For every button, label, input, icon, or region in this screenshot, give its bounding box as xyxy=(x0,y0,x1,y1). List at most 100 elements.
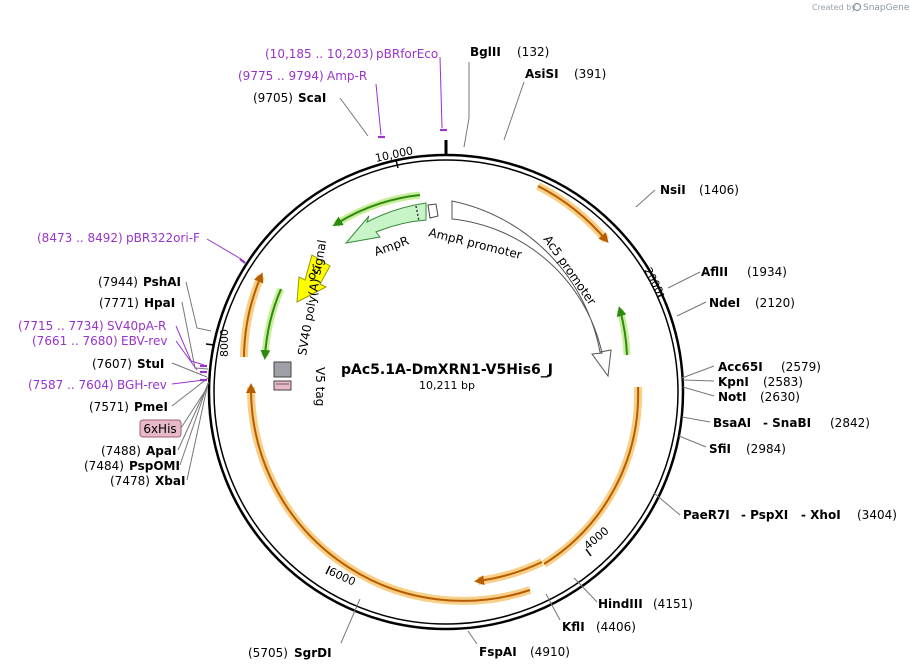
leader-pspomi xyxy=(179,382,209,466)
site-name-ndei: NdeI xyxy=(709,296,740,310)
primer-name-amp-r: Amp-R xyxy=(327,69,367,83)
orf-arc-top-right-glow xyxy=(536,182,610,243)
ampr-feature-arrow xyxy=(344,202,427,244)
site-name-acc65i: Acc65I xyxy=(718,360,763,374)
orf-arc-top-right xyxy=(537,185,609,244)
leader-hpai xyxy=(181,301,209,370)
orf-arc-upper-left xyxy=(243,272,264,358)
site-name-xbai: XbaI xyxy=(155,474,185,488)
ori-feature-arrow xyxy=(296,254,331,303)
site-pos-aflii: (1934) xyxy=(747,265,787,279)
site-name-hpai: HpaI xyxy=(144,296,175,310)
green-orf-arc-left-glow xyxy=(261,287,285,357)
site-pos-xbai: (7478) xyxy=(110,474,150,488)
leader-xbai xyxy=(186,382,209,481)
ac5-promoter-arrow xyxy=(451,200,612,378)
site-name-stui: StuI xyxy=(137,357,164,371)
site-name-apai: ApaI xyxy=(146,444,176,458)
site-pos-kfli: (4406) xyxy=(596,620,636,634)
primer-range-sv40pa-r: (7715 .. 7734) xyxy=(18,319,104,333)
site-name-pshai: PshAI xyxy=(143,275,181,289)
leader-ebv-rev xyxy=(175,340,198,371)
primer-mark-pbr322ori-f xyxy=(239,258,246,264)
tick-label-2000: 2000 xyxy=(641,265,665,296)
primer-range-pbr322ori-f: (8473 .. 8492) xyxy=(37,231,123,245)
site-pos-nsii: (1406) xyxy=(699,183,739,197)
site-pos-hindiii: (4151) xyxy=(653,597,693,611)
leader-acc65i xyxy=(681,365,715,379)
primer-marks xyxy=(200,128,447,382)
site-name-pspomi: PspOMI xyxy=(129,459,180,473)
site-name-hindiii: HindIII xyxy=(598,597,643,611)
primer-range-pbrforeco: (10,185 .. 10,203) xyxy=(265,47,374,61)
ampr-orf-arc xyxy=(332,194,421,227)
site-pos-pshai: (7944) xyxy=(98,275,138,289)
leader-nsii xyxy=(635,189,656,208)
orf-arc-left xyxy=(245,383,531,602)
label-ac5-promoter: Ac5 promoter xyxy=(541,233,599,308)
leader-kpni xyxy=(682,379,715,382)
site-name-bsaai: BsaAI xyxy=(713,416,751,430)
leader-pbr322ori-f xyxy=(206,238,242,260)
leader-hindiii xyxy=(573,577,598,603)
site-name-pmei: PmeI xyxy=(134,400,168,414)
primer-name-ebv-rev: EBV-rev xyxy=(121,334,167,348)
orf-arc-left-glow xyxy=(246,386,532,605)
site-name-kfli: KflI xyxy=(562,620,585,634)
green-orf-arc-right xyxy=(616,306,628,356)
site-pos-stui: (7607) xyxy=(92,357,132,371)
site-name-fspai: FspAI xyxy=(479,645,517,659)
orf-arc-bottom xyxy=(474,561,543,586)
site-pos-asisi: (391) xyxy=(574,67,606,81)
site-pos-apai: (7488) xyxy=(101,444,141,458)
his-tag-label: 6xHis xyxy=(143,422,176,436)
plasmid-title: pAc5.1A-DmXRN1-V5His6_J xyxy=(341,362,553,378)
site-pos-noti: (2630) xyxy=(760,390,800,404)
backbone-outer-strand xyxy=(207,153,685,631)
leader-fspai xyxy=(467,630,478,645)
sv40-polya-box xyxy=(273,361,292,378)
site-pos-pspomi: (7484) xyxy=(84,459,124,473)
primer-name-sv40pa-r: SV40pA-R xyxy=(107,319,166,333)
site-pos-snabi: (2842) xyxy=(830,416,870,430)
leader-pshai xyxy=(185,281,212,332)
leader-his-tag xyxy=(180,387,208,429)
restriction-site-labels: BglII (132) AsiSI (391) NsiI (1406) AflI… xyxy=(84,45,897,660)
leader-ndei xyxy=(676,301,707,317)
primer-name-pbr322ori-f: pBR322ori-F xyxy=(126,231,200,245)
site-pos-acc65i: (2579) xyxy=(781,360,821,374)
site-pos-sfii: (2984) xyxy=(746,442,786,456)
site-pos-ndei: (2120) xyxy=(755,296,795,310)
primer-labels: (10,185 .. 10,203) pBRforEco (9775 .. 97… xyxy=(18,47,438,392)
site-pos-scai: (9705) xyxy=(253,91,293,105)
primer-leader-lines xyxy=(171,56,443,385)
orf-arcs xyxy=(240,182,643,605)
leader-sfii xyxy=(678,435,707,448)
orf-arc-right xyxy=(543,386,640,565)
leader-snabi xyxy=(681,416,711,423)
tick-label-8000: 8000 xyxy=(218,329,231,357)
site-pos-xhoi: (3404) xyxy=(857,508,897,522)
leader-sv40pa-r xyxy=(175,325,205,366)
leader-xhoi xyxy=(653,492,681,516)
leader-scai xyxy=(339,97,369,137)
leader-stui xyxy=(171,362,208,378)
ampr-promoter-segment xyxy=(427,203,439,219)
site-name-snabi: - SnaBI xyxy=(763,416,811,430)
orf-arc-bottom-glow xyxy=(477,558,544,585)
site-name-paer7i: PaeR7I xyxy=(683,508,730,522)
site-name-aflii: AflII xyxy=(701,265,728,279)
leader-bglii xyxy=(463,62,470,148)
leader-amp-r xyxy=(375,83,382,136)
his-tag-badge-box xyxy=(139,419,182,438)
snapgene-logo-icon xyxy=(852,2,862,12)
primer-name-pbrforeco: pBRforEco xyxy=(376,47,438,61)
inner-features xyxy=(273,200,612,391)
credit-brand: SnapGene xyxy=(863,3,910,13)
his-tag-badge: 6xHis xyxy=(139,387,208,438)
leader-noti xyxy=(682,386,715,397)
leader-bgh-rev xyxy=(171,379,205,385)
green-orf-arcs xyxy=(260,191,631,360)
leader-pmei xyxy=(171,377,209,407)
